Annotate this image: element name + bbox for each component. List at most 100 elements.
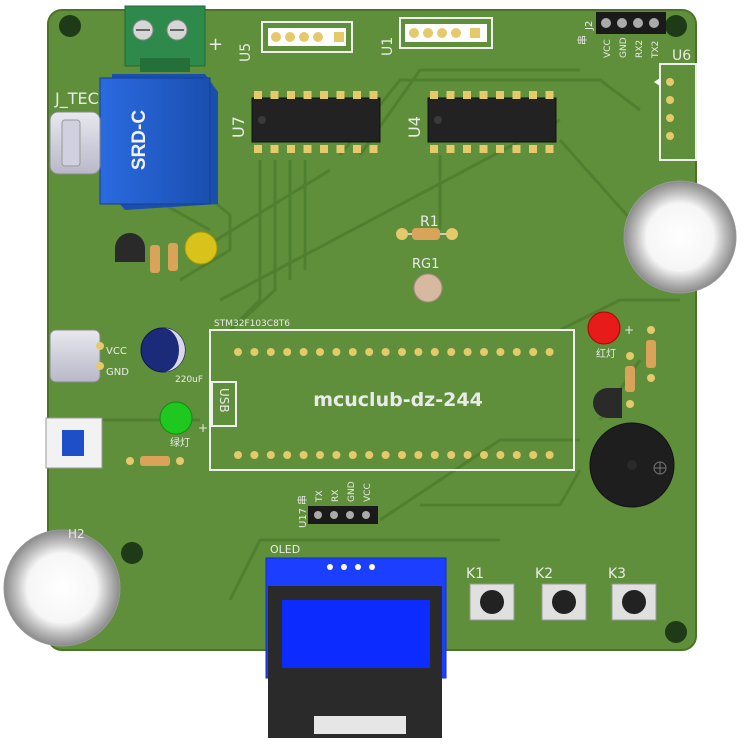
pin (299, 348, 308, 356)
pin (479, 145, 488, 153)
pin (430, 91, 438, 99)
pin (283, 451, 292, 459)
pin (369, 145, 378, 153)
j2-label: J2 (584, 21, 595, 31)
u17-pin-labels: TX RX GND VCC (315, 481, 373, 503)
j2-header (596, 12, 666, 34)
pin (250, 348, 259, 356)
k2-label: K2 (535, 566, 553, 582)
terminal-plus-label: + (208, 34, 223, 55)
u4-label: U4 (405, 116, 424, 138)
pin (369, 91, 378, 99)
pin (496, 348, 505, 356)
u17-pin-rx: RX (331, 490, 341, 502)
resistors-right (625, 326, 656, 408)
pin (332, 348, 341, 356)
mcu-pins-top (234, 348, 554, 356)
mcu-pins-bottom (234, 451, 554, 459)
usb-box (211, 381, 237, 427)
pin (266, 348, 275, 356)
red-led (587, 311, 621, 345)
pin (266, 451, 275, 459)
j2-pin-vcc: VCC (603, 39, 613, 58)
pin (496, 91, 504, 99)
pin (254, 91, 262, 99)
usb-label: USB (217, 388, 231, 413)
pin (250, 451, 259, 459)
u17-label: U17 (298, 508, 309, 528)
pin (529, 348, 538, 356)
pin (512, 348, 521, 356)
oled-display (265, 557, 447, 738)
pin (381, 451, 390, 459)
j2-pin-labels: VCC GND RX2 TX2 (603, 37, 661, 59)
pin (463, 91, 471, 99)
power-switch (45, 417, 103, 469)
j2-pin-rx2: RX2 (635, 40, 645, 58)
u4-ic (427, 97, 557, 143)
pin (320, 145, 328, 153)
rg1-photoresistor (413, 273, 443, 303)
cap-label: 220uF (175, 375, 203, 385)
k3-label: K3 (608, 566, 626, 582)
pin (430, 348, 439, 356)
r1-resistor (396, 228, 458, 240)
u1-header (399, 17, 493, 49)
u1-label: U1 (380, 37, 396, 56)
h2-label: H2 (68, 527, 85, 541)
red-led-label: 红灯 (596, 347, 616, 360)
pin (430, 451, 439, 459)
j2-chip-mark: 串 (577, 35, 589, 45)
yellow-led (184, 231, 218, 265)
green-led-label: 绿灯 (170, 436, 190, 449)
green-led-plus: + (198, 421, 208, 435)
k1-label: K1 (466, 566, 484, 582)
pin (332, 451, 341, 459)
pin (348, 451, 357, 459)
pin (430, 145, 438, 153)
pin (463, 145, 471, 153)
pin (348, 348, 357, 356)
pin (545, 91, 554, 99)
u7-pins (254, 91, 378, 153)
pin (316, 451, 324, 459)
pin (336, 145, 345, 153)
r1-label: R1 (420, 214, 439, 230)
pin (446, 145, 455, 153)
j2-pin-gnd: GND (619, 37, 629, 58)
pin (447, 348, 456, 356)
u17-chip-mark: 串 (297, 495, 309, 505)
vcc-label: VCC (106, 346, 127, 357)
standoff-right (623, 180, 737, 294)
pin (287, 91, 295, 99)
pin (480, 348, 488, 356)
transistor-left (115, 233, 145, 262)
pin (479, 91, 488, 99)
pin (303, 145, 312, 153)
power-connector (49, 329, 104, 383)
u5-header (261, 21, 353, 53)
pin (512, 451, 521, 459)
pin (545, 145, 554, 153)
red-led-plus: + (624, 323, 634, 337)
k3-button (611, 583, 657, 621)
pin (365, 451, 374, 459)
u17-pin-tx: TX (315, 490, 325, 503)
buzzer (589, 422, 675, 508)
j-tec-connector (49, 111, 101, 175)
pin (529, 91, 537, 99)
pin (512, 91, 521, 99)
pin (254, 145, 262, 153)
pin (234, 348, 242, 356)
mcu-module-label: STM32F103C8T6 (214, 319, 290, 329)
pin (463, 451, 472, 459)
pin (299, 451, 308, 459)
power-terminal-block (124, 5, 206, 72)
u7-ic (251, 97, 381, 143)
pin (496, 451, 505, 459)
pin (270, 145, 279, 153)
pin (529, 451, 538, 459)
u17-pin-vcc: VCC (363, 483, 373, 502)
pin (365, 348, 374, 356)
rg1-label: RG1 (412, 257, 439, 272)
